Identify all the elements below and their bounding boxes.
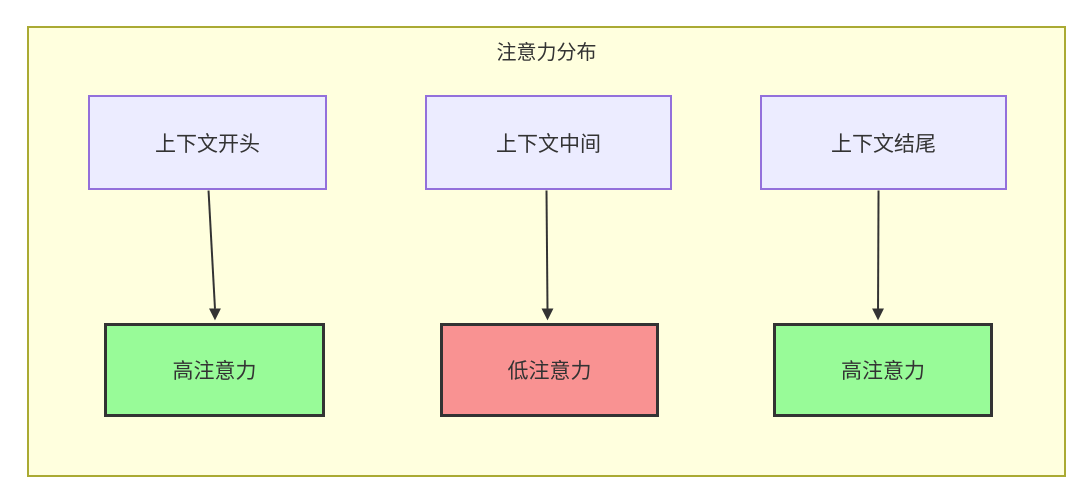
node-high-attention-right: 高注意力 [773,323,993,417]
node-context-start: 上下文开头 [88,95,327,190]
arrow-context-middle-to-low-attention [541,190,554,321]
node-context-end-label: 上下文结尾 [831,132,936,156]
diagram-title: 注意力分布 [496,42,597,64]
node-context-start-label: 上下文开头 [155,132,260,156]
arrow-context-end-to-high-attention [872,190,884,321]
node-low-attention-middle: 低注意力 [440,323,659,417]
node-context-middle: 上下文中间 [425,95,672,190]
node-context-end: 上下文结尾 [760,95,1007,190]
node-low-attention-middle-label: 低注意力 [507,360,592,383]
attention-distribution-cluster: 注意力分布 上下文开头 上下文中间 上下文结尾 高注意力 [27,26,1066,477]
node-context-middle-label: 上下文中间 [496,132,601,156]
node-high-attention-left: 高注意力 [104,323,325,417]
arrow-context-start-to-high-attention [207,190,221,321]
node-high-attention-right-label: 高注意力 [841,360,925,383]
node-high-attention-left-label: 高注意力 [172,360,257,383]
